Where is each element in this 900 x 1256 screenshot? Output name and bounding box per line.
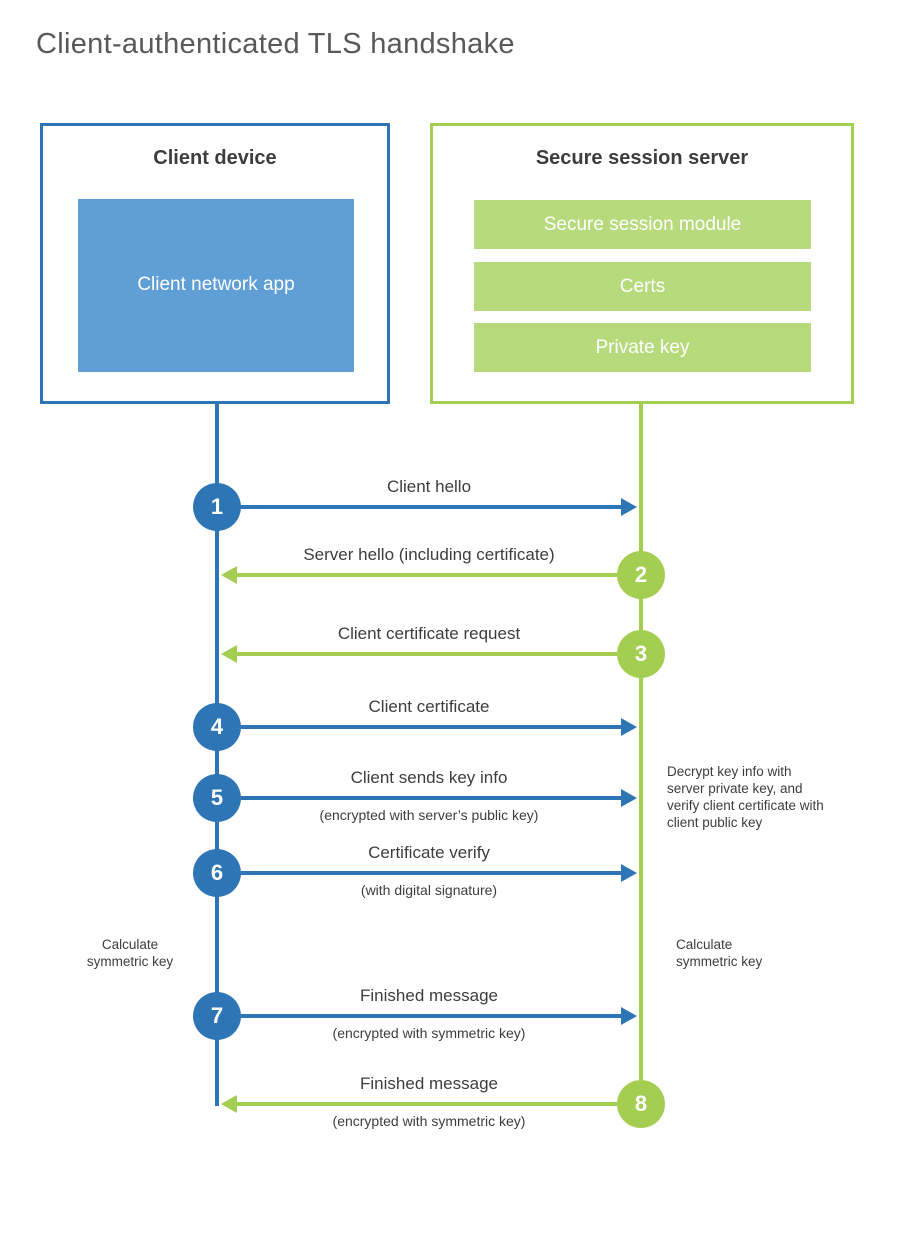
step-7-sublabel: (encrypted with symmetric key) [332,1025,526,1041]
step-5-number: 5 [210,785,224,810]
decrypt-note: Decrypt key info with server private key… [667,764,824,830]
step-6-label: Certificate verify [368,843,490,862]
server-lifeline [639,404,643,1104]
step-3-arrow [221,645,617,663]
secure-session-server-box: Secure session server Secure session mod… [430,123,854,404]
server-module-secure-session-module: Secure session module [474,200,811,249]
step-1-badge: 1 [193,483,241,531]
step-1-arrow [241,498,637,516]
client-network-app-label: Client network app [137,274,295,296]
step-5-arrow [241,789,637,807]
client-device-box: Client device Client network app [40,123,390,404]
step-5-badge: 5 [193,774,241,822]
step-2-arrow [221,566,617,584]
client-lifeline [215,404,219,1106]
calc-symmetric-key-left: Calculate symmetric key [86,937,174,969]
client-network-app-box: Client network app [78,199,354,372]
step-1-number: 1 [210,494,224,519]
step-6-number: 6 [210,860,224,885]
step-2-badge: 2 [617,551,665,599]
calc-symmetric-key-right: Calculate symmetric key [676,937,763,969]
step-8-arrow [221,1095,617,1113]
step-4-badge: 4 [193,703,241,751]
page-title: Client-authenticated TLS handshake [36,28,515,60]
server-module-certs: Certs [474,262,811,311]
step-2-label: Server hello (including certificate) [303,545,555,564]
step-6-badge: 6 [193,849,241,897]
step-7-badge: 7 [193,992,241,1040]
step-8-number: 8 [634,1091,648,1116]
server-module-private-key: Private key [474,323,811,372]
step-5-label: Client sends key info [350,768,508,787]
step-7-number: 7 [210,1003,224,1028]
step-8-sublabel: (encrypted with symmetric key) [332,1113,526,1129]
step-6-arrow [241,864,637,882]
step-3-label: Client certificate request [337,624,521,643]
secure-session-server-title: Secure session server [535,147,749,169]
step-7-arrow [241,1007,637,1025]
client-device-title: Client device [153,147,277,169]
step-8-badge: 8 [617,1080,665,1128]
step-4-arrow [241,718,637,736]
step-2-number: 2 [634,562,648,587]
step-6-sublabel: (with digital signature) [360,882,498,898]
step-3-number: 3 [634,641,648,666]
step-1-label: Client hello [386,477,472,496]
step-5-sublabel: (encrypted with server’s public key) [319,807,539,823]
step-3-badge: 3 [617,630,665,678]
step-4-number: 4 [210,714,224,739]
step-4-label: Client certificate [368,697,490,716]
step-8-label: Finished message [360,1074,498,1093]
step-7-label: Finished message [360,986,498,1005]
